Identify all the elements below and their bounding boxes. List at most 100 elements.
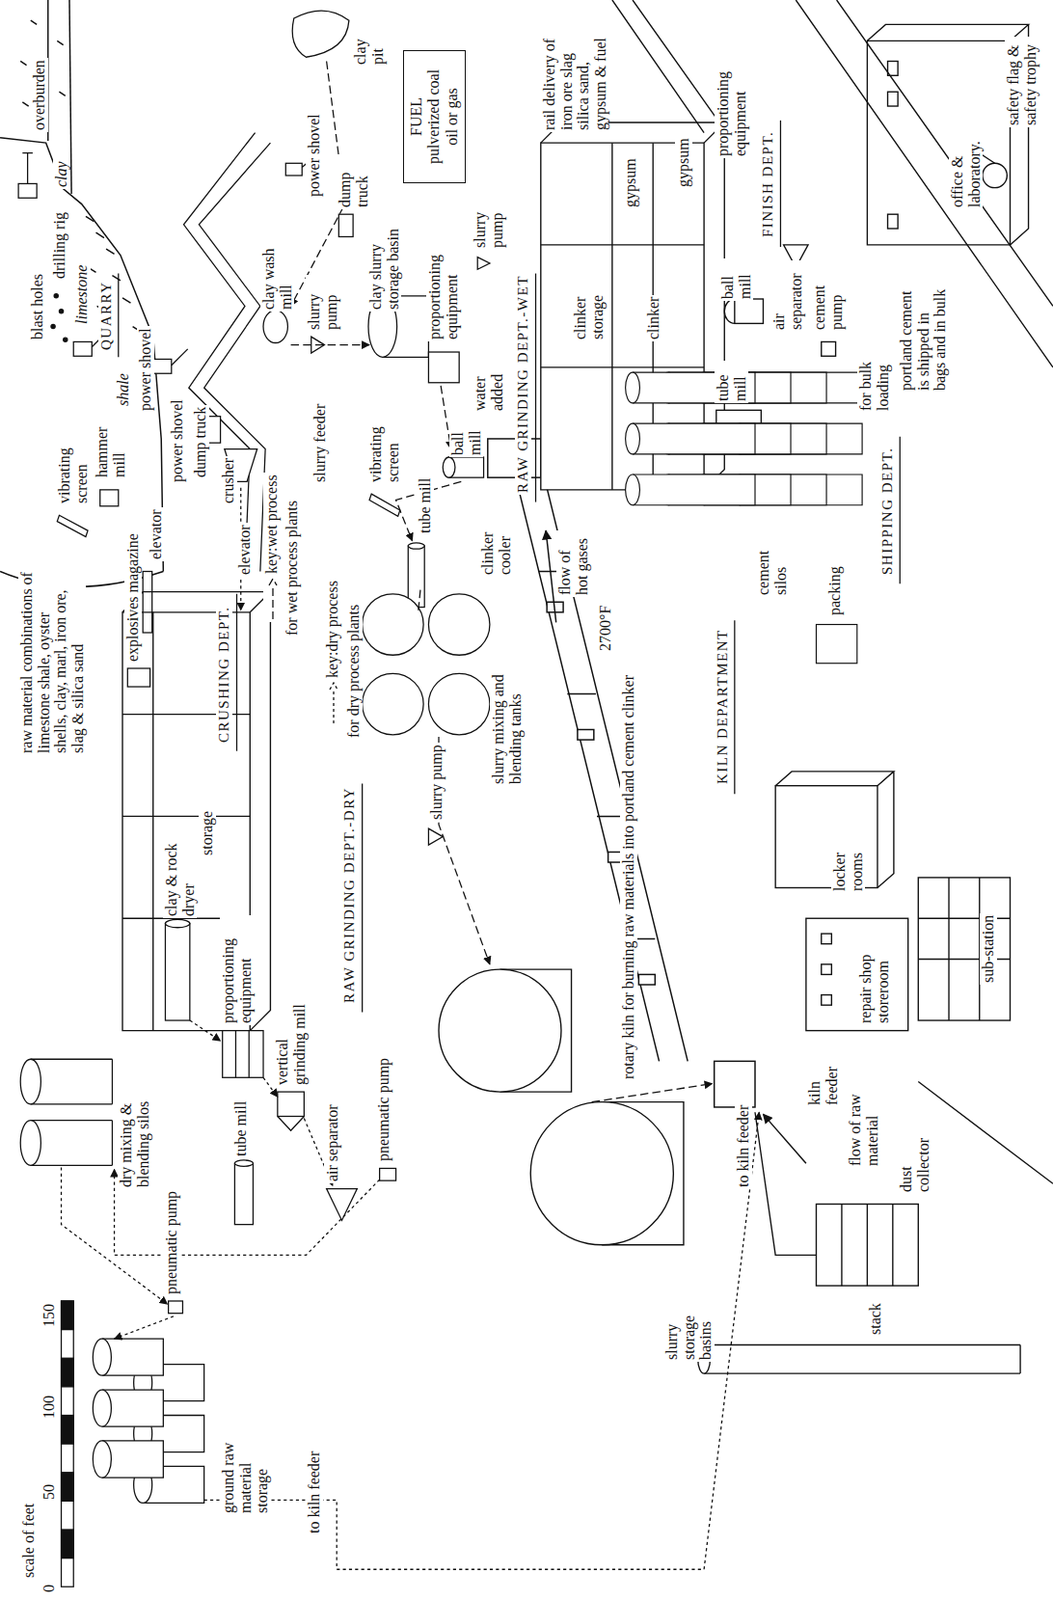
rotary-kiln-part xyxy=(577,729,594,740)
slurry-storage-basins-part xyxy=(530,1102,674,1245)
ground-raw-storage-silos-part xyxy=(92,1389,111,1427)
rotary-kiln-part xyxy=(539,571,656,940)
part-label: slurry feeder xyxy=(311,402,329,485)
scale-bar xyxy=(61,1300,75,1587)
rotary-kiln-part xyxy=(714,1060,756,1107)
part-label: rotary kiln for burning raw materials in… xyxy=(620,673,638,1081)
fuel-box: FUELpulverized coal oil or gas xyxy=(403,50,466,184)
wet-grinding-equipment-part xyxy=(428,594,489,655)
buildings-part xyxy=(806,918,909,1030)
part-label: storage xyxy=(198,809,216,858)
department-label: RAW GRINDING DEPT.-WET xyxy=(514,272,532,495)
dry-grinding-equipment-part xyxy=(235,1030,249,1079)
scale-number: 150 xyxy=(40,1301,58,1329)
rotary-kiln-part xyxy=(515,479,688,1061)
scale-number: 50 xyxy=(40,1482,58,1502)
dry-process-flow-part xyxy=(204,1111,760,1569)
part-label: flow of raw material xyxy=(846,1086,881,1168)
part-label: drilling rig xyxy=(51,210,69,281)
wet-process-flow-part xyxy=(291,344,370,346)
part-label: flow of hot gases xyxy=(556,530,591,597)
part-label: blast holes xyxy=(28,271,47,342)
part-label: kiln feeder xyxy=(806,1054,840,1107)
dry-grinding-equipment-part xyxy=(20,1058,41,1105)
scale-number: 100 xyxy=(40,1393,58,1421)
wet-grinding-equipment-part xyxy=(362,673,424,734)
quarry-equipment-part xyxy=(58,309,63,314)
part-label: slurry storage basins xyxy=(663,1295,715,1362)
part-label: ground raw material storage xyxy=(219,1424,271,1515)
buildings xyxy=(698,0,1053,1374)
part-label: elevator xyxy=(236,522,254,577)
rotary-kiln-part xyxy=(638,973,655,985)
part-label: clay xyxy=(53,159,71,189)
dry-grinding-equipment-part xyxy=(277,1115,305,1131)
rotary-kiln xyxy=(487,438,807,1163)
dry-grinding-equipment-part xyxy=(222,1030,264,1079)
part-label: sub-station xyxy=(979,913,998,985)
slurry-storage-basins-part xyxy=(438,969,562,1092)
buildings-part xyxy=(703,1344,1021,1374)
wet-grinding-equipment-part xyxy=(428,828,443,845)
part-label: crusher xyxy=(219,456,238,506)
part-label: rail delivery of iron ore slag silica sa… xyxy=(540,24,609,133)
scale-number: 0 xyxy=(40,1582,58,1594)
quarry-equipment-part xyxy=(54,294,58,298)
part-label: ball mill xyxy=(449,414,484,458)
wet-grinding-equipment-part xyxy=(428,351,459,383)
buildings-part xyxy=(841,1203,893,1286)
scale-bar-part xyxy=(61,1529,75,1559)
part-label: 2700°F xyxy=(596,603,615,653)
part-label: dry mixing & blending silos xyxy=(117,1079,152,1189)
part-label: for bulk loading xyxy=(857,341,891,413)
quarry-equipment-part xyxy=(22,153,33,185)
part-label: tube mill xyxy=(416,476,434,536)
quarry-equipment-part xyxy=(73,341,92,356)
cement-silos-part xyxy=(632,474,756,506)
ground-raw-storage-silos-part xyxy=(92,1440,111,1478)
cement-silos xyxy=(625,372,863,664)
department-underline xyxy=(118,120,900,1013)
wet-process-flow-part xyxy=(418,590,421,611)
wet-process-flow-part xyxy=(438,736,490,965)
part-label: vertical grinding mill xyxy=(273,986,308,1087)
part-label: clay pit xyxy=(351,24,386,67)
wet-grinding-equipment-part xyxy=(292,10,350,57)
department-label: KILN DEPARTMENT xyxy=(714,626,731,786)
part-label: clay wash mill xyxy=(260,230,295,312)
part-label: pneumatic pump xyxy=(375,1055,393,1163)
wet-grinding-equipment-part xyxy=(407,545,425,607)
part-label: portland cement is shipped in bags and i… xyxy=(897,282,949,393)
wet-grinding-equipment-part xyxy=(477,257,490,270)
buildings-part xyxy=(918,877,1010,1021)
dry-grinding-equipment-part xyxy=(30,1120,113,1166)
part-label: dump truck xyxy=(191,405,210,480)
part-label: elevator xyxy=(147,507,165,562)
dry-grinding-equipment-part xyxy=(20,1120,41,1166)
buildings-part xyxy=(755,1111,816,1255)
wet-grinding-equipment-part xyxy=(428,673,489,734)
wet-grinding-equipment-part xyxy=(285,162,302,176)
part-label: power shovel xyxy=(305,111,324,199)
haul-road-part xyxy=(198,142,270,571)
part-label: pneumatic pump xyxy=(162,1188,181,1296)
wet-grinding-equipment-part xyxy=(369,493,401,516)
buildings-part xyxy=(821,964,833,975)
buildings-part xyxy=(982,162,1007,188)
quarry-equipment-part xyxy=(56,514,88,537)
part-label: raw material combinations of limestone s… xyxy=(18,567,86,756)
part-label: clinker storage xyxy=(571,279,606,342)
cement-silos-part xyxy=(632,423,756,455)
wet-process-flow-part xyxy=(592,1083,713,1103)
finish-equipment-part xyxy=(734,298,764,324)
legend-item: key:dry process xyxy=(324,578,342,727)
part-label: proportioning equipment xyxy=(219,915,254,1026)
buildings-part xyxy=(795,0,1053,1184)
rotary-kiln-part xyxy=(545,530,557,622)
department-underline-part xyxy=(780,120,782,247)
wet-grinding-equipment-part xyxy=(263,310,288,344)
part-label: packing xyxy=(826,564,844,618)
part-label: for wet process plants xyxy=(283,498,301,638)
part-label: water added xyxy=(471,355,506,413)
